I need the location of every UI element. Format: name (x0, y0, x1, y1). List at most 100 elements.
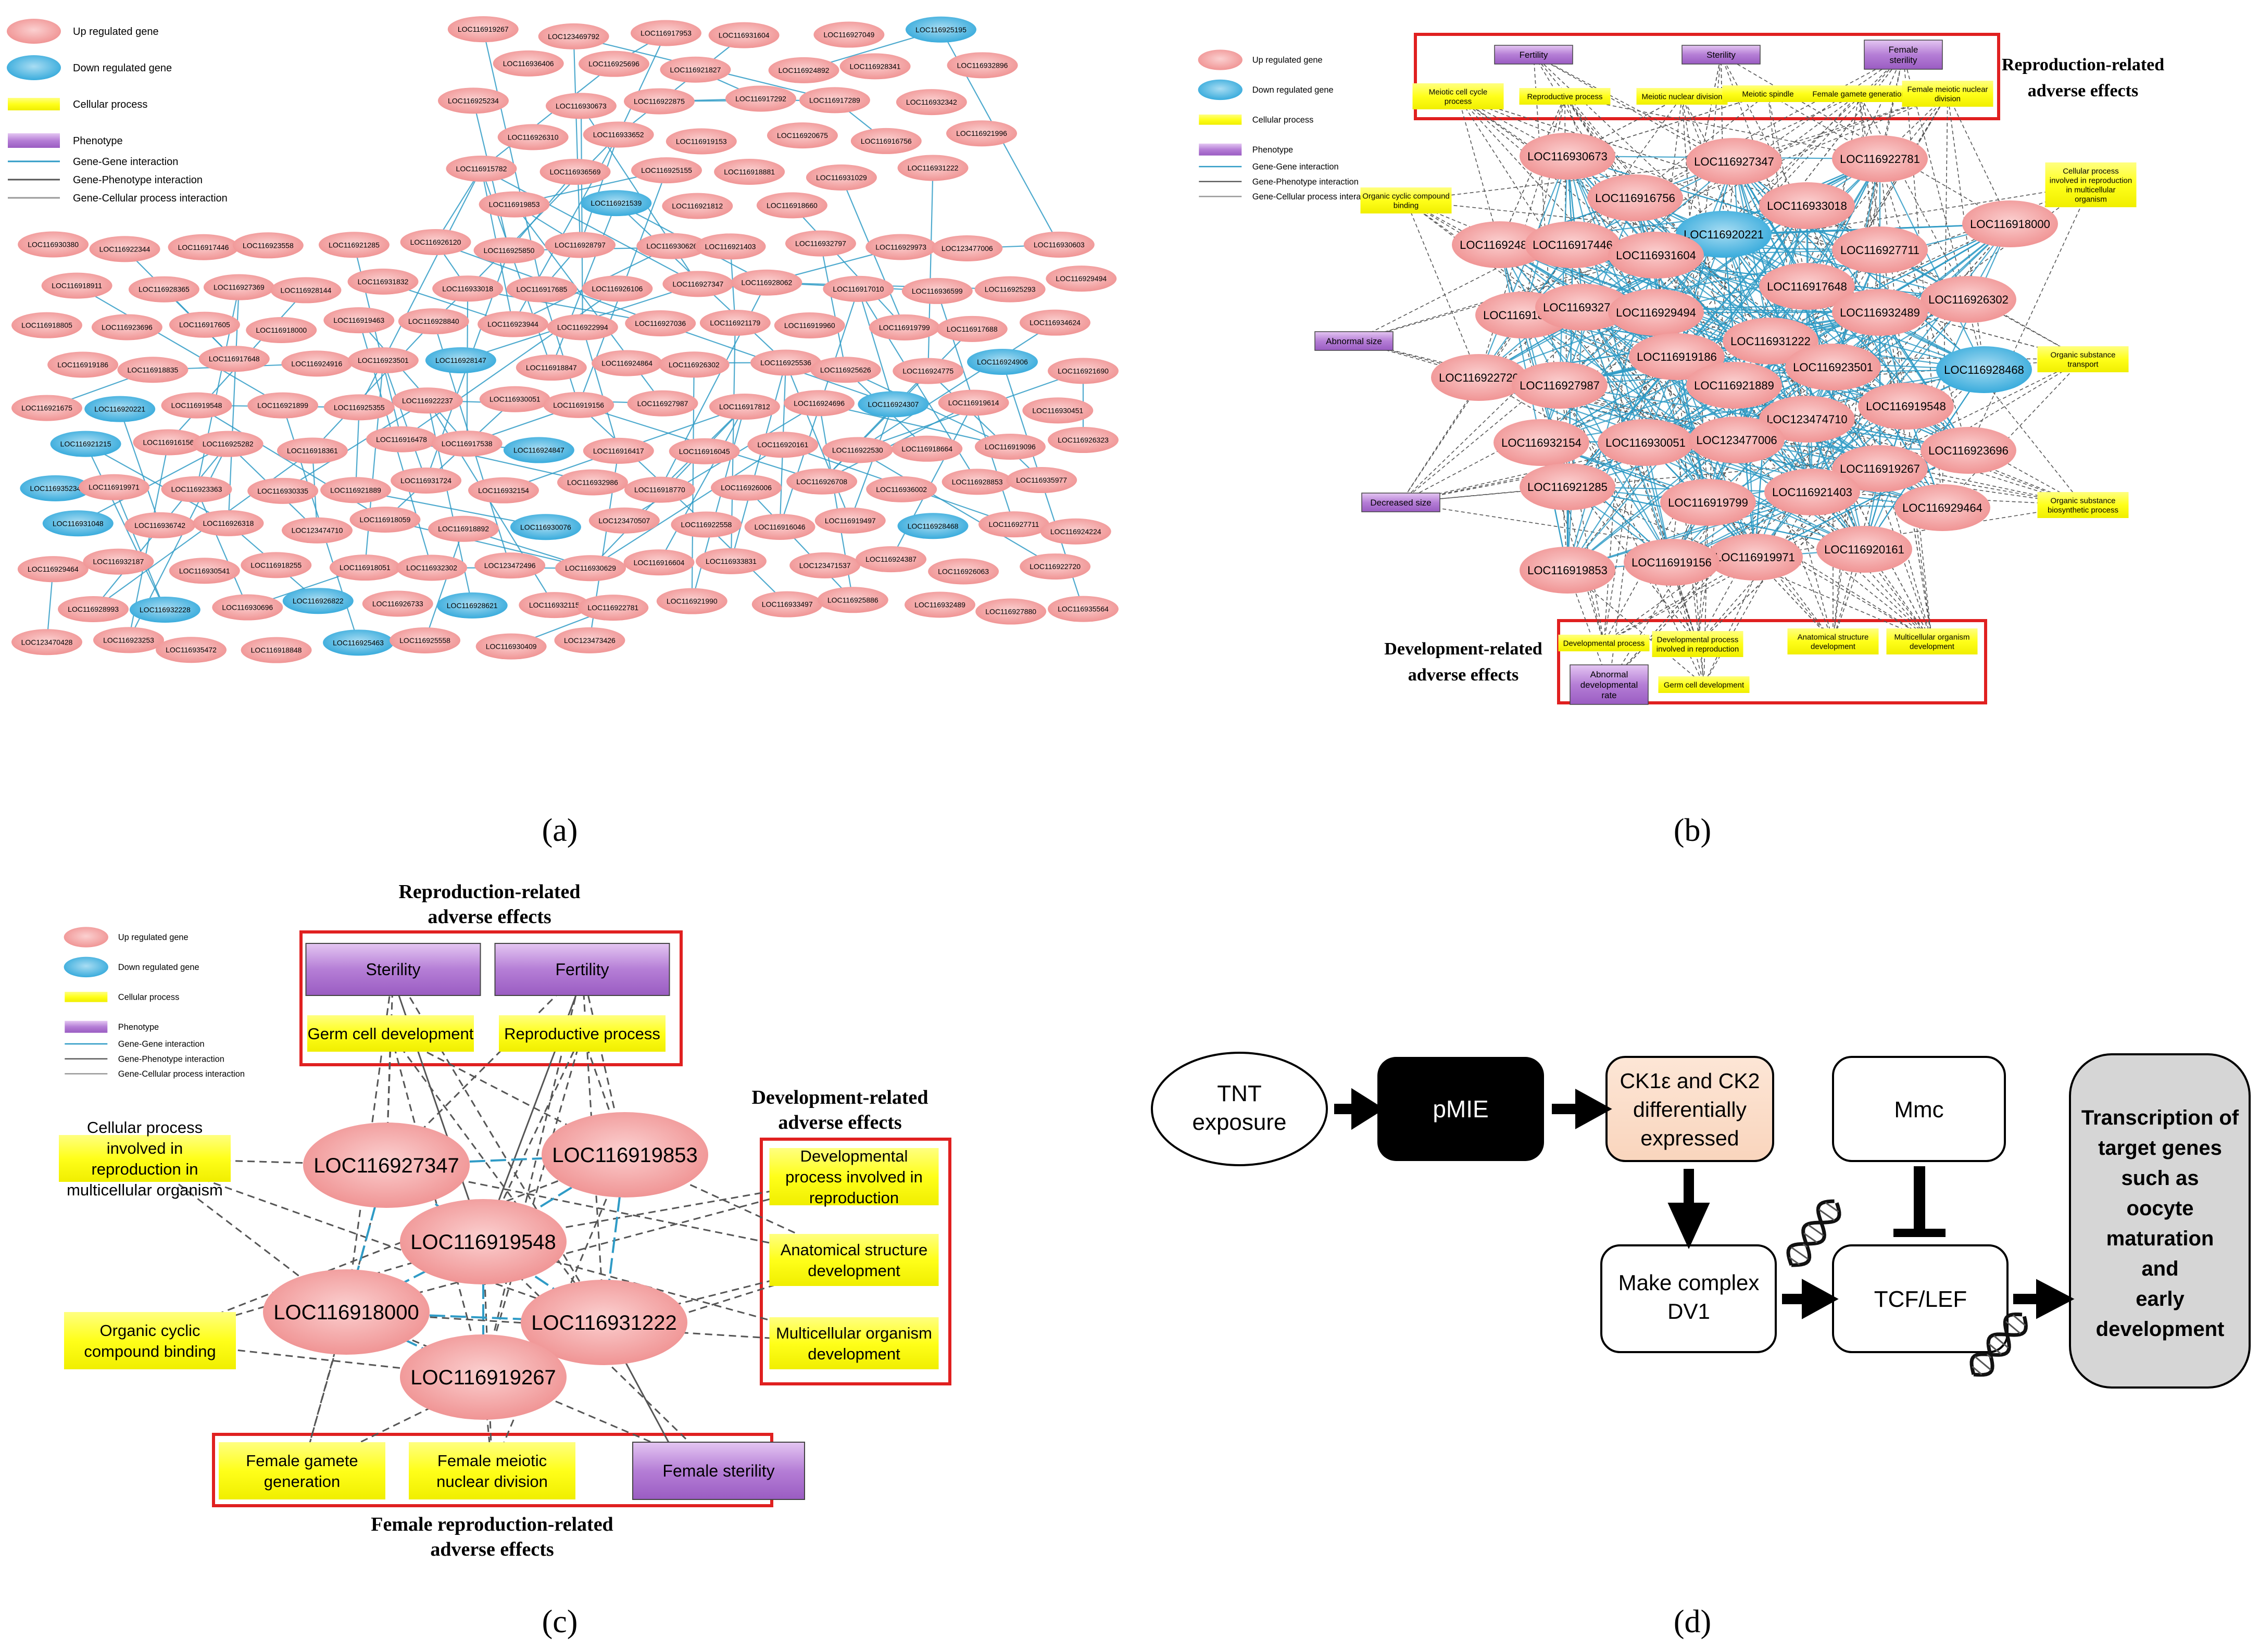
gene-gene-edge (1567, 155, 1880, 251)
down-gene-node (858, 391, 929, 418)
gene-label: LOC116916756 (1595, 192, 1675, 205)
gene-label: LOC116926822 (293, 597, 344, 605)
gene-label: LOC116926006 (721, 484, 772, 492)
gene-label: LOC116928341 (850, 62, 901, 70)
up-gene-node (1832, 289, 1928, 336)
gene-process-edge (149, 1154, 625, 1342)
up-gene-node (1520, 463, 1615, 510)
legend-phenotype-label: Phenotype (73, 135, 123, 147)
gene-label: LOC116919153 (676, 137, 727, 145)
gene-label: LOC116936002 (876, 485, 927, 494)
gene-label: LOC116925696 (588, 60, 639, 68)
gene-gene-edge (385, 519, 591, 569)
gene-label: LOC116928840 (408, 317, 459, 325)
gene-label: LOC116933018 (442, 284, 493, 293)
gene-label: LOC116925234 (448, 96, 499, 105)
gene-gene-edge (1541, 340, 1771, 444)
up-gene-node (468, 477, 539, 503)
up-gene-node (897, 155, 969, 181)
cellular-process-developmental-process (1558, 635, 1650, 651)
phenotype-decreased-size (1361, 493, 1440, 512)
up-gene-node (241, 637, 312, 663)
gene-gene-edge (1567, 491, 1813, 571)
gene-process-edge (1947, 93, 2011, 224)
gene-label: LOC116932342 (906, 98, 957, 106)
gene-process-edge (392, 969, 605, 1323)
gene-label: LOC116928147 (435, 356, 486, 364)
up-gene-node (349, 507, 421, 533)
gene-label: LOC123474710 (292, 526, 343, 535)
gene-label: LOC116917648 (1767, 280, 1847, 293)
gene-label: LOC116928468 (908, 522, 959, 530)
gene-gene-edge (927, 370, 1042, 481)
down-gene-node (282, 588, 354, 614)
gene-label: LOC116927880 (985, 608, 1036, 616)
mmc-node (1832, 1056, 2006, 1162)
up-gene-node (400, 1199, 567, 1284)
gene-gene-edge (1478, 156, 1568, 378)
gene-gene-edge (618, 34, 745, 135)
target-node (2069, 1053, 2251, 1389)
gene-gene-edge (481, 63, 614, 169)
up-gene-node (1689, 417, 1785, 463)
gene-label: LOC116926302 (669, 360, 720, 369)
gene-label: LOC116925626 (820, 365, 871, 374)
phenotype-fertility (1494, 45, 1573, 65)
gene-gene-edge (1770, 223, 2011, 342)
gene-label: LOC116919186 (57, 360, 108, 369)
gene-label: LOC116925282 (203, 440, 254, 448)
up-gene-node (323, 394, 395, 421)
gene-label: LOC116923501 (358, 356, 409, 364)
up-gene-node (839, 53, 911, 80)
up-gene-node (203, 274, 274, 300)
up-gene-node (1535, 284, 1631, 331)
up-gene-node (583, 121, 654, 148)
gene-label: LOC116936742 (134, 521, 185, 529)
gene-label: LOC116917812 (719, 402, 770, 411)
up-gene-node (662, 271, 734, 297)
gene-label: LOC116921889 (1694, 379, 1774, 392)
up-gene-node (542, 1112, 708, 1197)
gene-gene-edge (1806, 249, 1881, 420)
gene-label: LOC116918000 (273, 1301, 419, 1324)
gene-process-edge (1903, 54, 1943, 508)
gene-label: LOC116919463 (333, 316, 384, 324)
gene-gene-edge (77, 285, 283, 406)
gene-label: LOC116924387 (865, 555, 917, 563)
panel-b-title-bottom-2: adverse effects (1408, 665, 1518, 685)
up-gene-node (714, 159, 785, 185)
panel-c-title-bottom-1: Female reproduction-related (371, 1514, 613, 1535)
up-gene-node (539, 158, 611, 185)
gene-gene-edge (849, 404, 894, 521)
gene-gene-edge (196, 489, 248, 608)
legend-down-swatch (7, 55, 61, 80)
up-gene-node (1759, 182, 1855, 229)
up-gene-node (11, 629, 82, 655)
gene-label: LOC116919267 (458, 25, 509, 33)
legend-gc-label: Gene-Cellular process interaction (73, 193, 228, 204)
gene-process-edge (1567, 93, 1768, 157)
gene-label: LOC116927347 (1694, 155, 1774, 168)
down-gene-node (581, 190, 652, 217)
up-gene-node (1832, 135, 1928, 182)
up-gene-node (774, 312, 845, 339)
gene-process-edge (1734, 359, 2084, 386)
gene-process-edge (1603, 557, 1755, 644)
phenotype-abnormal-developmental-rate (1570, 664, 1649, 705)
gene-label: LOC116921690 (1058, 367, 1109, 375)
up-gene-node (767, 122, 838, 149)
gene-label: LOC116926733 (372, 600, 423, 608)
up-gene-node (247, 392, 319, 419)
gene-label: LOC116924224 (1050, 527, 1101, 536)
up-gene-node (473, 237, 545, 263)
down-gene-node (84, 396, 156, 422)
gene-label: LOC123477006 (1696, 434, 1777, 447)
gene-label: LOC116930051 (1605, 436, 1686, 449)
gene-label: LOC116919267 (1840, 462, 1920, 475)
